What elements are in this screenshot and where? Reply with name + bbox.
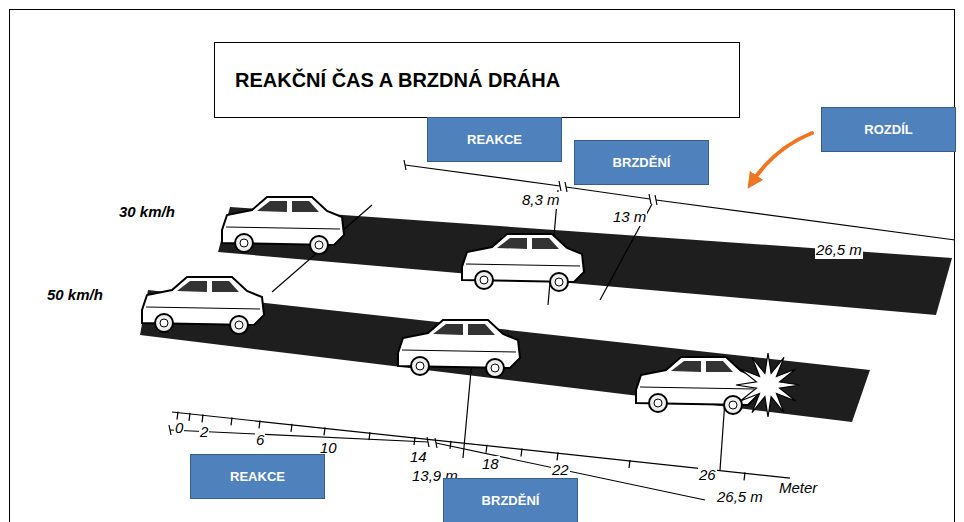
dimension-tick <box>565 182 567 192</box>
axis-tick <box>202 414 203 422</box>
speed-label: 50 km/h <box>46 287 104 304</box>
title-box: REAKČNÍ ČAS A BRZDNÁ DRÁHA <box>214 42 740 118</box>
label-box: BRZDĚNÍ <box>443 478 578 522</box>
axis-tick <box>324 427 325 435</box>
dimension-line <box>656 200 955 240</box>
axis-tick <box>629 460 630 468</box>
axis-tick <box>259 420 260 428</box>
axis-tick <box>291 424 292 432</box>
dimension-tick <box>404 160 406 170</box>
frame <box>10 10 955 522</box>
dimension-tick <box>169 425 171 435</box>
axis-number: 14 <box>409 449 428 466</box>
dimension-tick <box>655 195 657 205</box>
axis-tick <box>189 413 190 421</box>
axis-number: 18 <box>481 456 500 473</box>
axis-number: 6 <box>255 432 265 449</box>
axis-number: 2 <box>199 424 209 441</box>
distance-label: 26,5 m <box>815 242 863 259</box>
pointer-arrow <box>752 133 812 182</box>
axis-tick <box>521 448 522 456</box>
dimension-tick <box>559 181 561 191</box>
dimension-line <box>566 187 650 199</box>
marker-line <box>720 400 725 470</box>
distance-label: 13 m <box>612 209 647 226</box>
axis-number: 26 <box>698 467 717 484</box>
dimension-tick <box>435 438 437 448</box>
box-label: BRZDĚNÍ <box>613 155 671 170</box>
axis-tick <box>486 445 487 453</box>
box-label: ROZDÍL <box>864 122 912 137</box>
label-box: BRZDĚNÍ <box>574 140 709 185</box>
axis-tick <box>557 452 558 460</box>
axis-tick <box>231 417 232 425</box>
distance-label: Meter <box>778 480 818 497</box>
label-box: ROZDÍL <box>821 107 956 152</box>
axis-tick <box>450 441 451 449</box>
box-label: REAKCE <box>467 132 522 147</box>
crash-star <box>736 353 800 417</box>
title: REAKČNÍ ČAS A BRZDNÁ DRÁHA <box>235 69 560 92</box>
dimension-line <box>405 165 560 186</box>
dimension-tick <box>649 194 651 204</box>
label-box: REAKCE <box>190 454 325 499</box>
axis-number: 22 <box>551 462 570 479</box>
car <box>462 234 584 291</box>
label-box: REAKCE <box>427 117 562 162</box>
car <box>142 277 264 334</box>
car <box>398 320 520 377</box>
box-label: REAKCE <box>230 469 285 484</box>
dimension-tick <box>427 437 429 447</box>
box-label: BRZDĚNÍ <box>482 493 540 508</box>
axis-number: 0 <box>174 420 184 437</box>
marker-line <box>600 204 652 300</box>
car <box>222 197 344 254</box>
axis-tick <box>744 472 745 480</box>
speed-label: 30 km/h <box>118 204 176 221</box>
distance-label: 26,5 m <box>716 489 764 506</box>
distance-label: 8,3 m <box>521 192 561 209</box>
axis-tick <box>177 412 178 420</box>
